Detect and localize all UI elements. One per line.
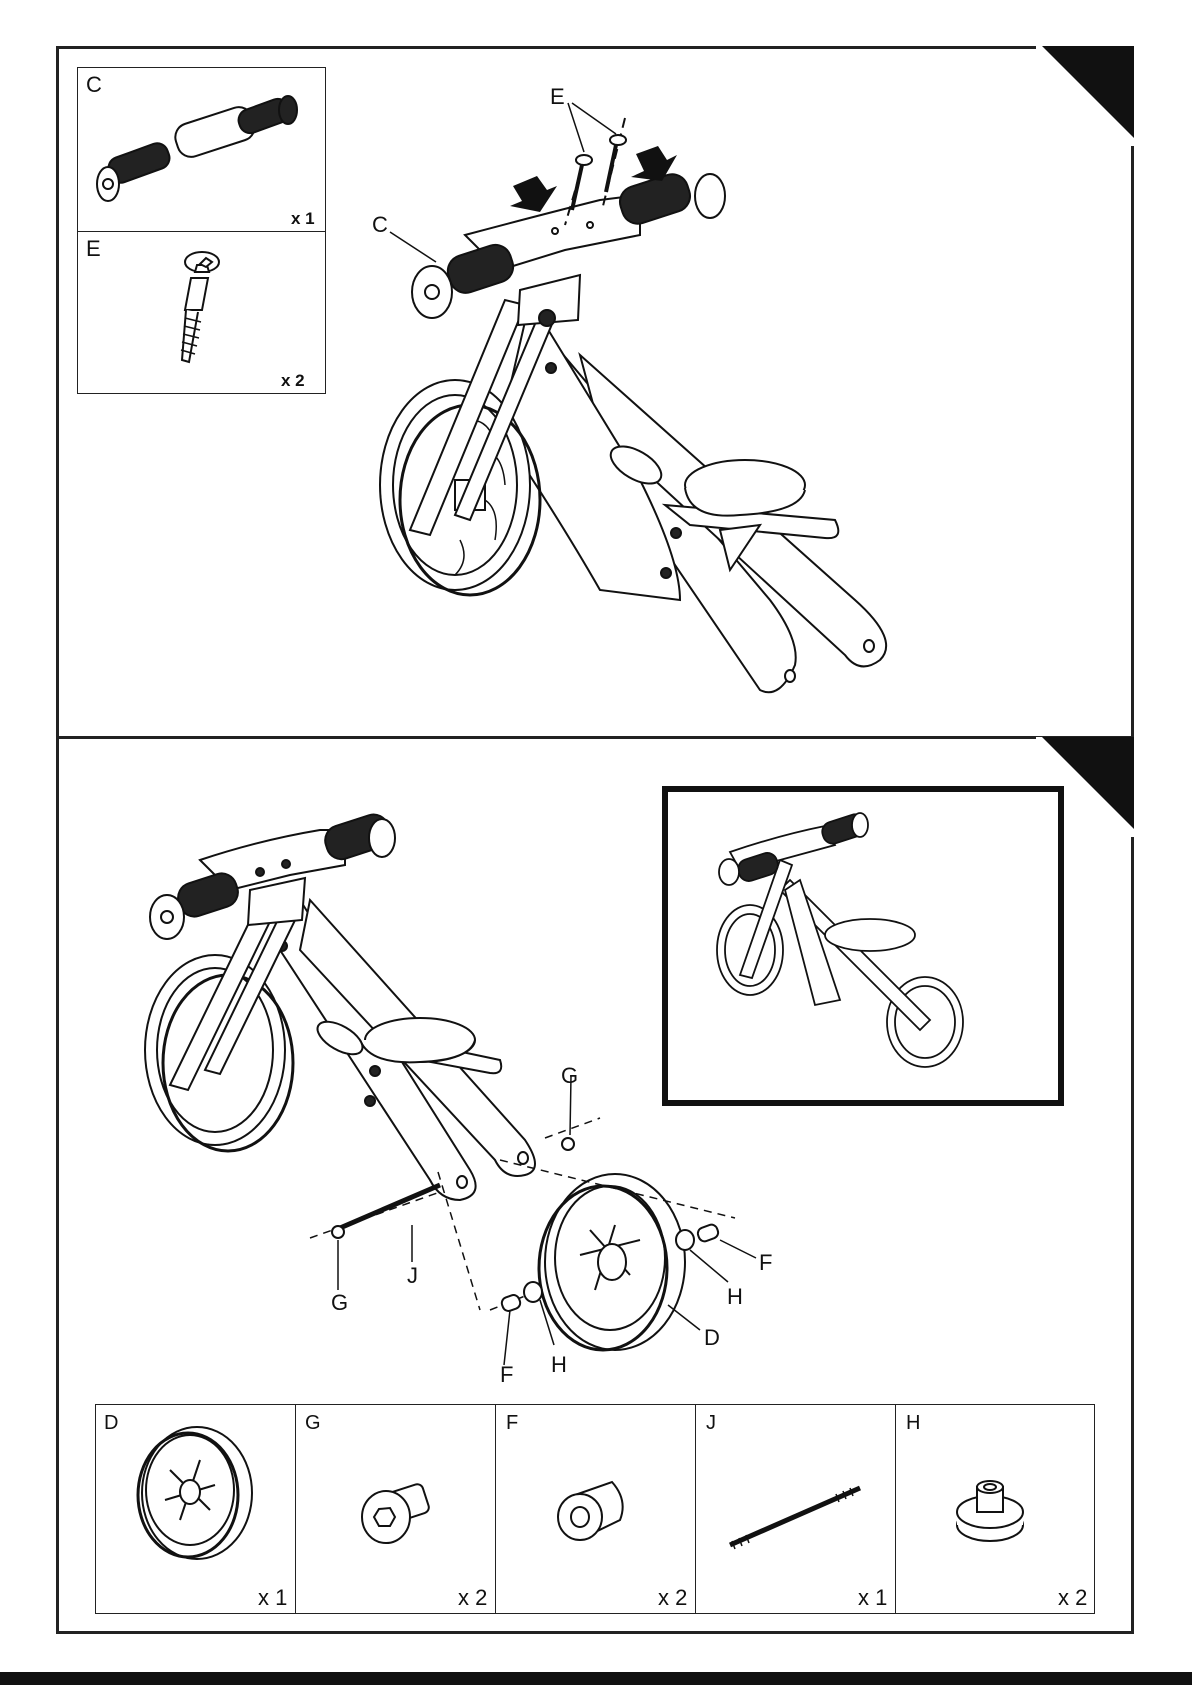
part-h-qty: x 2: [1058, 1585, 1087, 1611]
callout-g-top: G: [561, 1065, 578, 1087]
part-f-label: F: [506, 1413, 518, 1433]
step2-bike: [145, 811, 756, 1365]
part-h-label: H: [906, 1413, 920, 1433]
callout-d: D: [704, 1327, 720, 1349]
part-f-cell: [495, 1404, 696, 1614]
callout-h-bottom: H: [551, 1354, 567, 1376]
part-f-qty: x 2: [658, 1585, 687, 1611]
part-d-cell: [95, 1404, 296, 1614]
part-j-label: J: [706, 1413, 716, 1433]
part-h-cell: [895, 1404, 1095, 1614]
callout-f-right: F: [759, 1252, 772, 1274]
part-j-cell: [695, 1404, 896, 1614]
part-d-label: D: [104, 1413, 118, 1433]
page-bottom-bar: [0, 1672, 1192, 1685]
callout-g-left: G: [331, 1292, 348, 1314]
callout-h-right: H: [727, 1286, 743, 1308]
part-j-qty: x 1: [858, 1585, 887, 1611]
part-g-qty: x 2: [458, 1585, 487, 1611]
part-d-qty: x 1: [258, 1585, 287, 1611]
callout-j: J: [407, 1265, 418, 1287]
part-g-cell: [295, 1404, 496, 1614]
part-g-label: G: [305, 1413, 321, 1433]
inset-bike: [717, 812, 963, 1067]
callout-f-bottom: F: [500, 1364, 513, 1386]
